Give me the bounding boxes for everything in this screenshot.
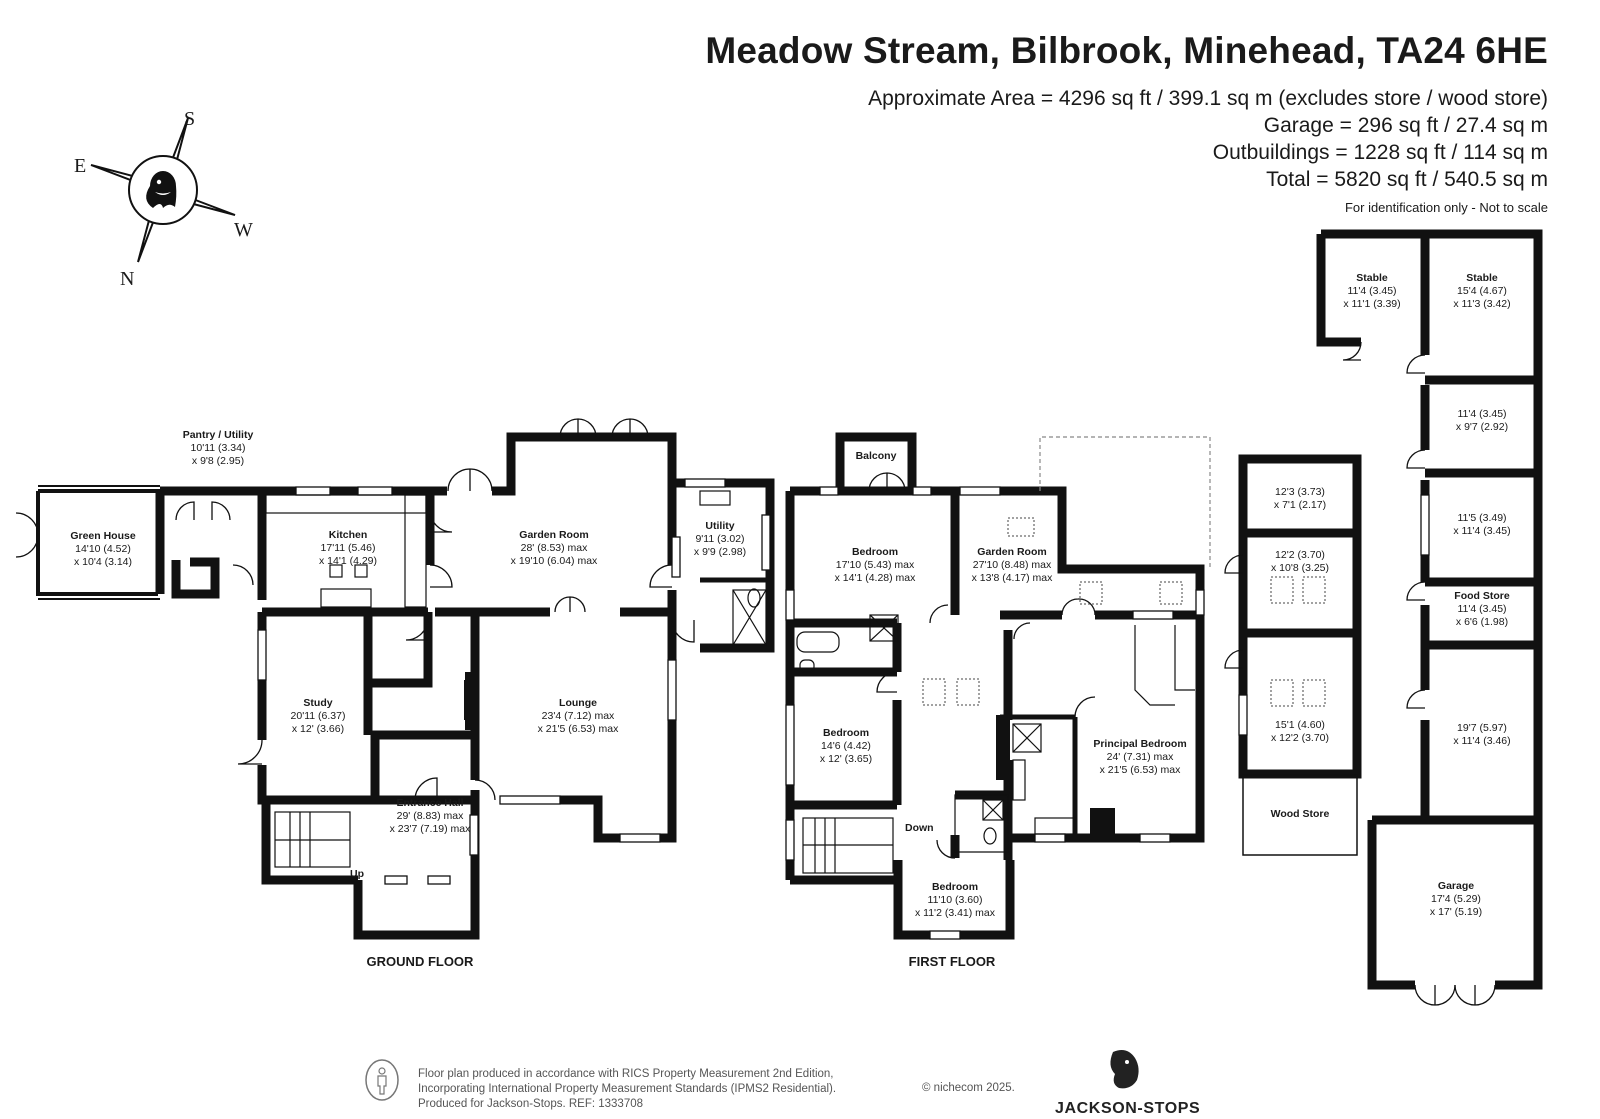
jackson-stops-logo-icon — [1110, 1050, 1139, 1089]
compass-e-label: E — [74, 155, 87, 177]
stables-room-2: 11'5 (3.49)x 11'4 (3.45) — [1453, 512, 1511, 537]
footer-copyright: © nichecom 2025. — [922, 1082, 1015, 1094]
door-arcs — [15, 341, 1496, 1006]
footer-line-3: Produced for Jackson-Stops. REF: 1333708 — [418, 1098, 644, 1110]
area-outbuildings: Outbuildings = 1228 sq ft / 114 sq m — [1212, 141, 1548, 164]
room-balcony: Balcony — [855, 450, 897, 462]
ground-floor-label: GROUND FLOOR — [366, 954, 474, 969]
footer-notes: Floor plan produced in accordance with R… — [418, 1067, 836, 1112]
stables-room-1: 11'4 (3.45)x 9'7 (2.92) — [1455, 408, 1509, 433]
pantry-walls — [155, 486, 262, 599]
stables-room-3: 19'7 (5.97)x 11'4 (3.46) — [1453, 722, 1511, 747]
brand-wordmark: JACKSON-STOPS — [1055, 1100, 1201, 1117]
person-icon — [365, 1059, 399, 1101]
garden-room-walls — [430, 432, 677, 617]
footer-line-1: Floor plan produced in accordance with R… — [418, 1068, 834, 1080]
compass-w-label: W — [234, 219, 253, 241]
outbuilding-room-1: 12'3 (3.73)x 7'1 (2.17) — [1273, 486, 1327, 511]
compass-n-label: N — [120, 268, 135, 290]
first-floor-label: FIRST FLOOR — [908, 954, 996, 969]
stairs-up-label: Up — [350, 868, 364, 880]
greenhouse-walls — [36, 485, 160, 600]
area-garage: Garage = 296 sq ft / 27.4 sq m — [1263, 114, 1548, 137]
area-approximate: Approximate Area = 4296 sq ft / 399.1 sq… — [868, 87, 1548, 110]
first-floor-walls — [785, 432, 1205, 940]
utility-walls — [667, 478, 775, 653]
stairs-down-label: Down — [905, 822, 934, 834]
skylights — [922, 517, 1326, 707]
scale-note: For identification only - Not to scale — [1344, 200, 1548, 215]
compass-s-label: S — [184, 108, 196, 130]
ground-lower-walls — [257, 612, 677, 940]
room-wood-store: Wood Store — [1270, 808, 1330, 820]
windows — [257, 478, 1430, 940]
outbuilding-room-2: 12'2 (3.70)x 10'8 (3.25) — [1270, 549, 1330, 574]
compass-rose — [90, 117, 236, 263]
chimney-blocks — [464, 680, 1115, 838]
outbuilding-room-3: 15'1 (4.60)x 12'2 (3.70) — [1270, 719, 1330, 744]
area-total: Total = 5820 sq ft / 540.5 sq m — [1266, 168, 1548, 191]
page-title: Meadow Stream, Bilbrook, Minehead, TA24 … — [705, 30, 1548, 71]
roof-outline-dashed — [1039, 436, 1211, 569]
fixtures — [265, 490, 1195, 874]
footer-line-2: Incorporating International Property Mea… — [418, 1083, 837, 1095]
outbuildings-walls — [1238, 454, 1362, 856]
